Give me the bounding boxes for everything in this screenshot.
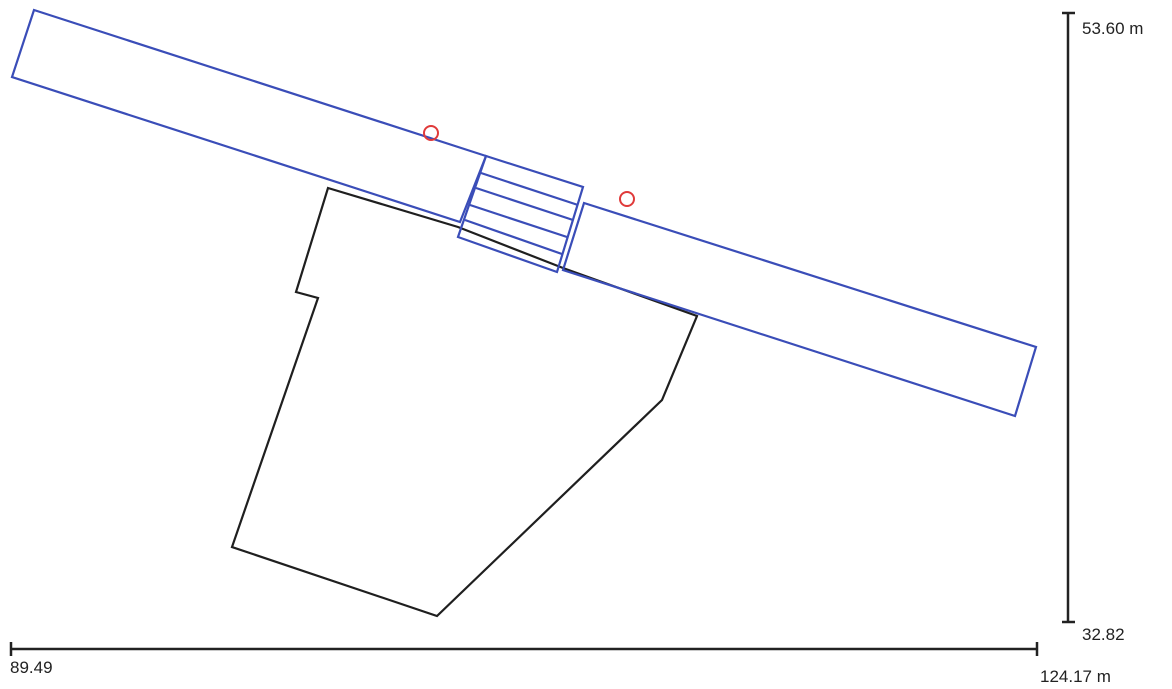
stair-step-line	[469, 203, 568, 239]
stair-step-line	[464, 218, 563, 256]
right-wing-rect	[561, 201, 1038, 418]
stair-step-line	[475, 186, 574, 222]
left-wing-rect	[10, 8, 488, 224]
stair-step-line	[480, 171, 579, 207]
y-max-label: 53.60 m	[1082, 19, 1144, 38]
building-footprint	[230, 186, 699, 618]
vertical-scale-bar	[1062, 11, 1075, 624]
horizontal-scale-bar	[9, 642, 1039, 656]
marker-circle-left	[423, 125, 439, 141]
x-max-label: 124.17 m	[1040, 667, 1111, 686]
stair-block	[456, 154, 585, 274]
marker-circle-right	[619, 191, 635, 207]
y-min-label: 32.82	[1082, 625, 1125, 644]
x-min-label: 89.49	[10, 658, 53, 677]
